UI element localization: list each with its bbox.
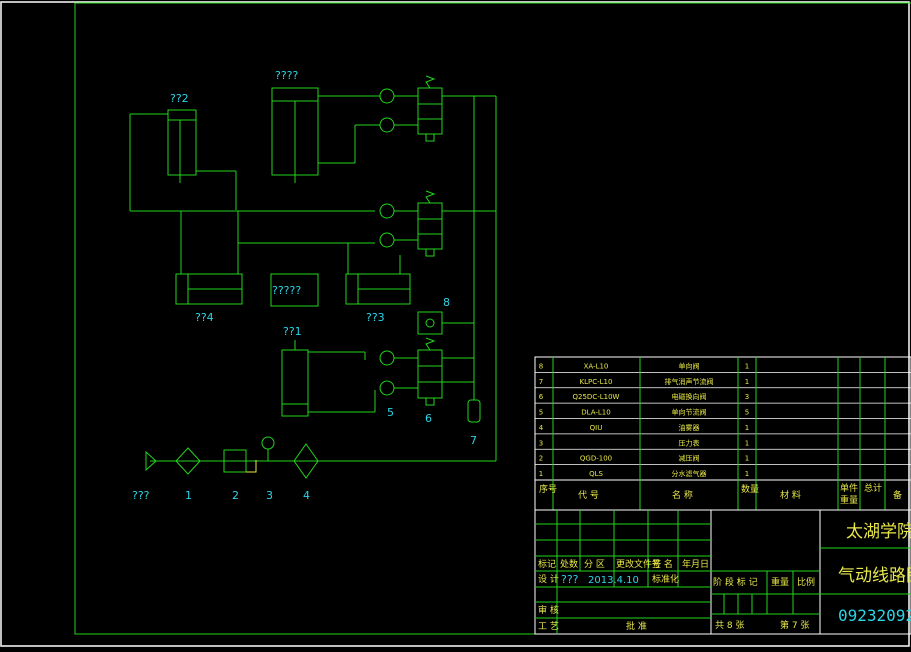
valve-group-2: [379, 190, 443, 257]
bom-cell-qty: 1: [745, 378, 749, 386]
tb-review: 审 核: [538, 604, 559, 616]
bom-cell-qty: 1: [745, 439, 749, 447]
bom-cell-name: 单向阀: [679, 361, 700, 370]
tb-mark: 标记: [538, 558, 556, 570]
label-2: 2: [232, 489, 239, 502]
bom-header-unit-a: 单件: [840, 482, 858, 494]
label-5: 5: [387, 406, 394, 419]
bom-cell-no: 7: [539, 378, 543, 386]
bom-cell-no: 4: [539, 424, 544, 432]
bom-cell-code: QIU: [590, 424, 603, 432]
tb-stage-mark: 阶 段 标 记: [713, 576, 758, 588]
bom-cell-name: 电磁换向阀: [672, 392, 707, 401]
label-cylinder-2: ??2: [170, 92, 189, 105]
bom-cell-no: 5: [539, 409, 543, 417]
air-source-symbol: [145, 450, 157, 472]
tb-sign: 签 名: [652, 558, 673, 570]
bom-cell-no: 3: [539, 439, 543, 447]
bom-cell-qty: 1: [745, 470, 749, 478]
cylinder-1: [281, 340, 376, 417]
bom-cell-qty: 1: [745, 362, 749, 370]
bom-cell-name: 压力表: [679, 438, 700, 447]
tb-date: 2013.4.10: [588, 575, 639, 586]
tb-std: 标准化: [652, 573, 679, 585]
bom-cell-qty: 1: [745, 455, 749, 463]
bom-cell-no: 2: [539, 455, 543, 463]
tb-approve: 批 准: [626, 620, 647, 632]
bom-cell-no: 1: [539, 470, 543, 478]
drawing-title: 气动线路图: [838, 566, 911, 586]
cylinder-top: [271, 87, 380, 183]
bom-cell-code: KLPC-L10: [580, 378, 613, 386]
cylinder-3: [345, 243, 411, 305]
valve-group-3: [379, 337, 443, 406]
tb-count: 处数: [560, 558, 578, 570]
tb-sheets: 共 8 张: [715, 620, 744, 631]
tb-scale: 比例: [797, 576, 815, 588]
bom-cell-no: 6: [539, 393, 544, 401]
bom-cell-name: 排气消声节流阀: [665, 377, 714, 386]
tb-ymd: 年月日: [682, 558, 709, 570]
label-cylinder-3: ??3: [366, 311, 385, 324]
bom-header-total-a: 总计: [864, 482, 882, 494]
bom-cell-name: 减压阀: [679, 454, 700, 463]
tb-zone: 分 区: [584, 559, 605, 570]
bom-header-qty: 数量: [741, 483, 759, 495]
label-8: 8: [443, 296, 450, 309]
bom-cell-name: 油雾器: [679, 423, 700, 432]
bom-cell-code: DLA-L10: [581, 409, 610, 417]
regulator-2: [223, 449, 247, 473]
valve-group-1: [379, 75, 443, 142]
bom-header-material: 材 料: [780, 489, 801, 501]
label-3: 3: [266, 489, 273, 502]
title-block: 标记 处数 分 区 更改文件号 签 名 年月日 设 计 ??? 2013.4.1…: [534, 509, 911, 635]
bom-cell-code: Q25DC-L10W: [573, 393, 620, 401]
tb-design: 设 计: [538, 573, 559, 585]
bom-cell-name: 分水滤气器: [672, 469, 707, 478]
box-mid: [270, 273, 319, 307]
school-name: 太湖学院: [846, 522, 911, 542]
pneumatic-circuit: [129, 75, 497, 479]
muffler-7: [467, 399, 481, 423]
label-cylinder-1: ??1: [283, 325, 302, 338]
label-4: 4: [303, 489, 310, 502]
bom-cell-name: 单向节流阀: [672, 408, 707, 417]
bill-of-materials: 8 XA-L10 单向阀 1 7 KLPC-L10 排气消声节流阀 1 6 Q25DC-L10W 电…: [534, 356, 911, 511]
bom-header-name: 名 称: [672, 489, 693, 501]
bom-cell-code: QGD-100: [580, 455, 612, 463]
bom-cell-code: XA-L10: [584, 362, 609, 370]
bom-cell-qty: 3: [745, 393, 749, 401]
tb-change-doc: 更改文件号: [616, 558, 661, 570]
drawing-number: 09232092: [838, 606, 911, 625]
bom-cell-no: 8: [539, 362, 543, 370]
tb-weight: 重量: [771, 576, 789, 588]
lubricator-4: [293, 443, 319, 479]
bom-cell-qty: 5: [745, 409, 749, 417]
label-7: 7: [470, 434, 477, 447]
label-cylinder-top: ????: [275, 69, 299, 82]
label-source: ???: [132, 489, 150, 502]
tb-process: 工 艺: [538, 621, 559, 632]
bom-cell-code: QLS: [589, 470, 603, 478]
bom-header-code: 代 号: [578, 490, 599, 501]
bom-header-no: 序号: [539, 483, 557, 495]
label-6: 6: [425, 412, 432, 425]
label-1: 1: [185, 489, 192, 502]
tb-designer: ???: [561, 573, 579, 586]
bom-header-note: 备: [893, 489, 902, 501]
drawing-frame: [74, 2, 911, 635]
bom-header-unit-b: 重量: [840, 494, 858, 506]
label-box-mid: ?????: [272, 284, 301, 297]
cylinder-2: [129, 109, 237, 211]
gauge-3: [261, 436, 275, 450]
check-valve-8: [417, 311, 474, 335]
filter-1: [175, 447, 201, 475]
bom-cell-qty: 1: [745, 424, 749, 432]
label-cylinder-4: ??4: [195, 311, 214, 324]
cylinder-4: [175, 273, 243, 305]
tb-sheet-no: 第 7 张: [780, 619, 809, 631]
